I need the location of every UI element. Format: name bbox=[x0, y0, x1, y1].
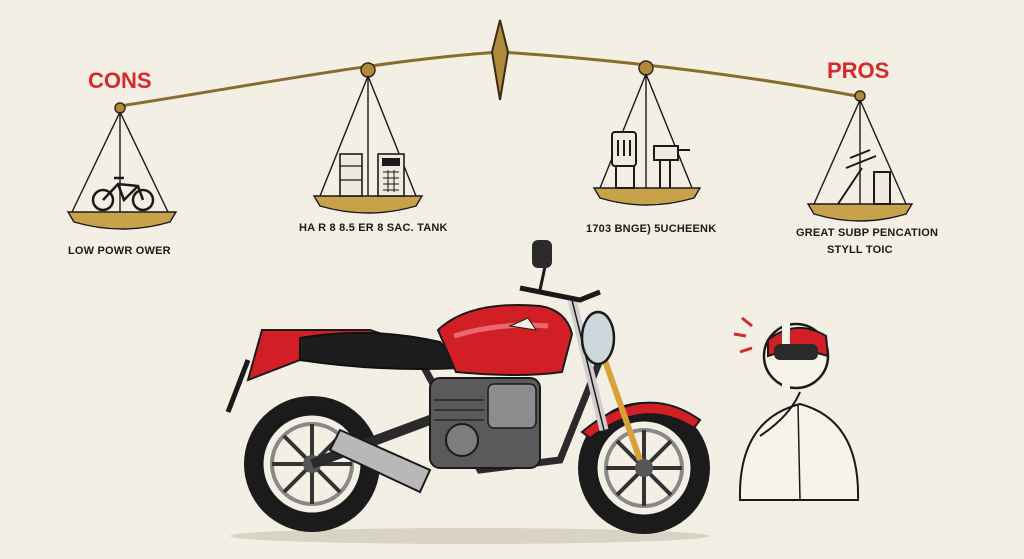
motorcycle-illustration bbox=[225, 240, 710, 544]
balance-beam bbox=[114, 19, 866, 114]
pros-heading: PROS bbox=[827, 58, 889, 83]
pump-icon bbox=[653, 145, 690, 188]
scale-pan-3 bbox=[592, 73, 702, 206]
tool-icon bbox=[611, 131, 637, 189]
headlight bbox=[580, 310, 616, 366]
cons-heading: CONS bbox=[88, 68, 152, 93]
mirror bbox=[532, 240, 552, 268]
scale-pan-2 bbox=[312, 75, 424, 214]
bicycle-icon bbox=[91, 176, 155, 212]
calculator-icon bbox=[377, 153, 405, 197]
fuel-pump-icon bbox=[339, 153, 363, 197]
bottle-icon bbox=[837, 149, 891, 205]
pan-1-caption: LOW POWR OWER bbox=[68, 245, 171, 257]
pan-4-caption-line2: STYLL TOIC bbox=[827, 244, 893, 256]
scale-pan-1 bbox=[66, 111, 178, 230]
rider-illustration bbox=[733, 316, 860, 501]
pan-3-caption: 1703 BNGE) 5UCHEENK bbox=[586, 223, 716, 235]
pan-2-caption: HA R 8 8.5 ER 8 SAC. TANK bbox=[299, 222, 448, 234]
fuel-tank bbox=[436, 304, 574, 376]
pan-4-caption-line1: GREAT SUBP PENCATION bbox=[796, 227, 938, 239]
engine bbox=[429, 377, 541, 469]
front-wheel bbox=[578, 402, 710, 534]
scale-pan-4 bbox=[806, 99, 914, 222]
